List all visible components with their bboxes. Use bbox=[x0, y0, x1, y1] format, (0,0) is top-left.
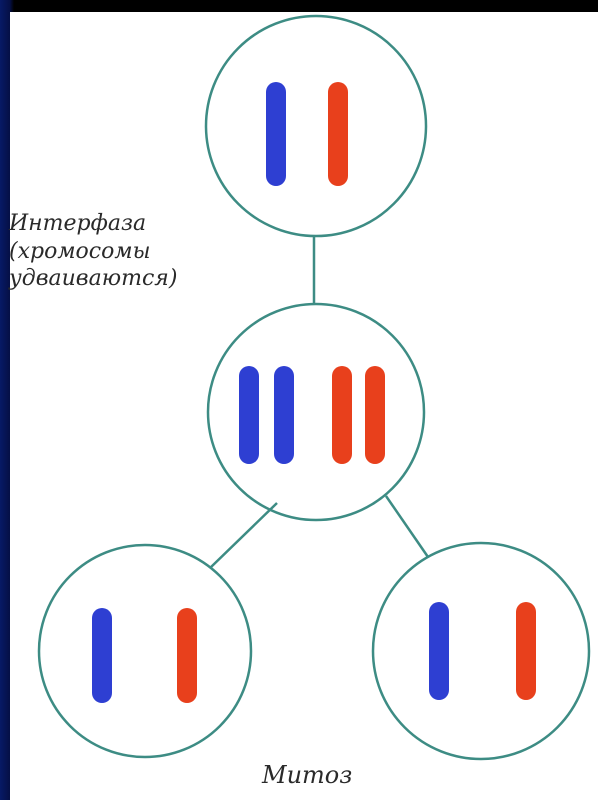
cell-membrane bbox=[371, 541, 591, 761]
daughter-cell-right bbox=[371, 541, 591, 761]
interphase-label-line-3: удваиваются) bbox=[9, 266, 178, 291]
interphase-label-line-1: Интерфаза bbox=[9, 211, 147, 236]
duplicated-cell bbox=[206, 302, 426, 522]
connector-left bbox=[209, 502, 278, 569]
cell-membrane bbox=[37, 543, 253, 759]
interphase-label-line-2: (хромосомы bbox=[9, 238, 151, 264]
mitosis-label: Митоз bbox=[262, 761, 353, 789]
interphase-label: Интерфаза (хромосомы удваиваются) bbox=[9, 210, 177, 293]
parent-cell bbox=[204, 14, 428, 238]
cell-membrane bbox=[206, 302, 426, 522]
cell-membrane bbox=[204, 14, 428, 238]
connector-right bbox=[384, 495, 430, 558]
daughter-cell-left bbox=[37, 543, 253, 759]
